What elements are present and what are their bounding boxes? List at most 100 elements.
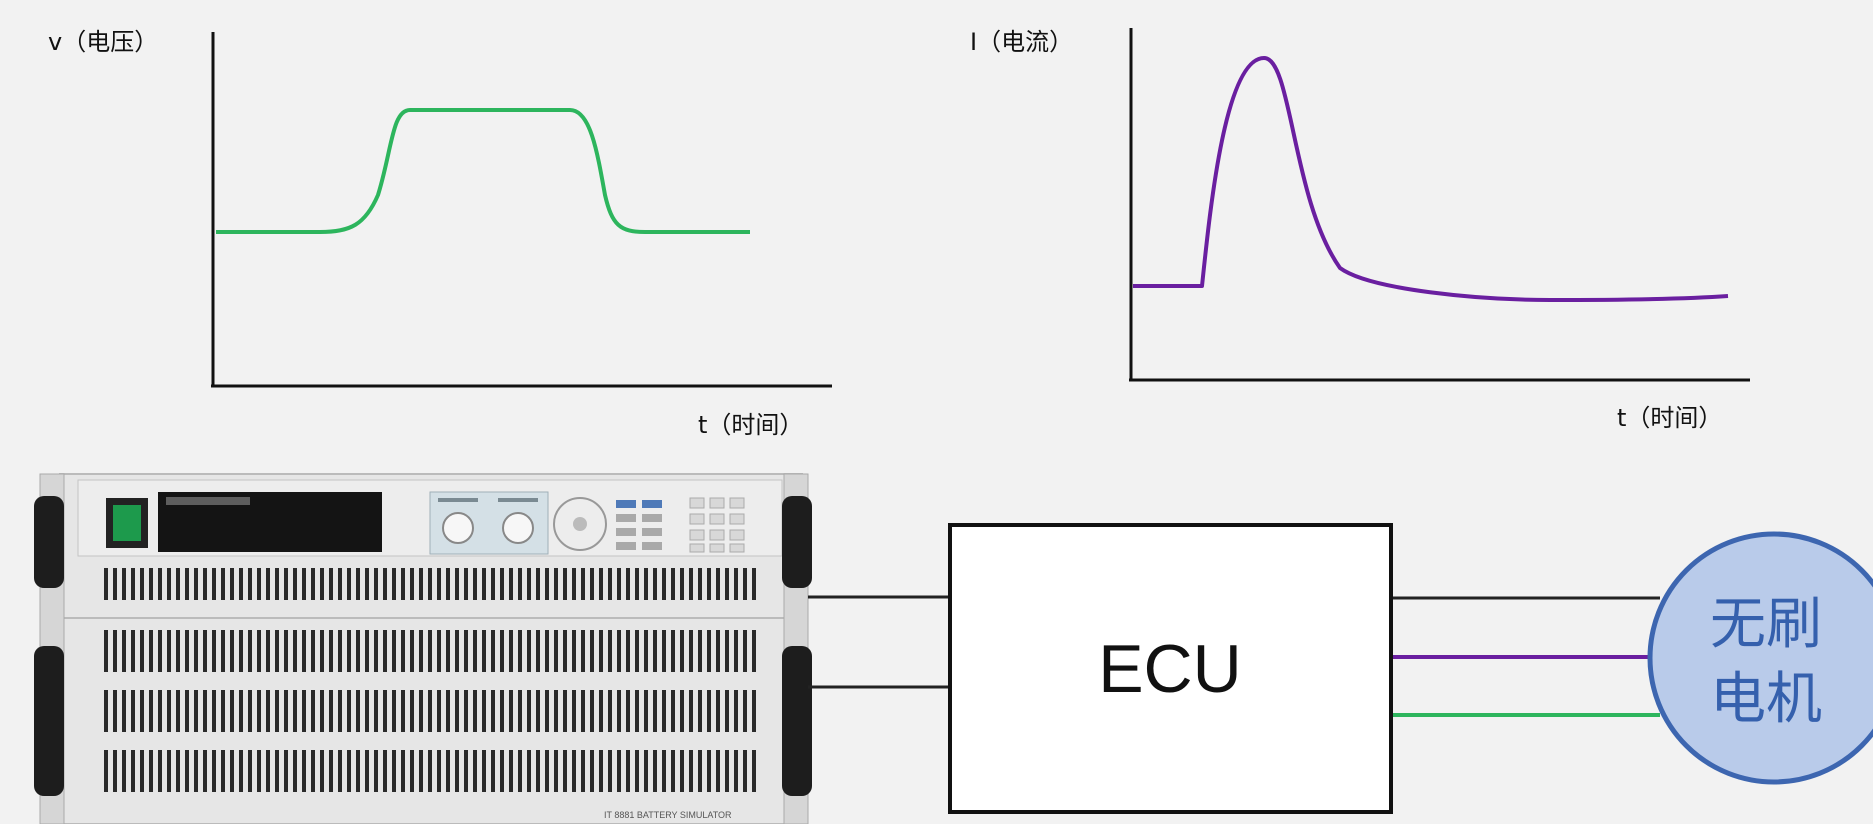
- function-key[interactable]: [642, 542, 662, 550]
- vent-slot: [653, 690, 657, 732]
- vent-slot: [500, 750, 504, 792]
- vent-slot: [635, 750, 639, 792]
- function-key[interactable]: [616, 514, 636, 522]
- keypad-key[interactable]: [729, 497, 745, 509]
- vent-slot: [635, 630, 639, 672]
- vent-slot: [239, 630, 243, 672]
- vent-slot: [554, 568, 558, 600]
- vent-slot: [131, 630, 135, 672]
- vent-slot: [257, 568, 261, 600]
- vent-slot: [725, 750, 729, 792]
- vent-slot: [599, 630, 603, 672]
- function-key[interactable]: [642, 514, 662, 522]
- vent-slot: [437, 690, 441, 732]
- vent-slot: [185, 630, 189, 672]
- keypad-key[interactable]: [709, 497, 725, 509]
- vent-slot: [311, 568, 315, 600]
- vent-slot: [482, 690, 486, 732]
- keypad-key[interactable]: [709, 529, 725, 541]
- vent-slot: [122, 690, 126, 732]
- vent-slot: [104, 690, 108, 732]
- vent-slot: [365, 568, 369, 600]
- vent-slot: [644, 568, 648, 600]
- vent-slot: [392, 630, 396, 672]
- navigation-center-button[interactable]: [573, 517, 587, 531]
- current-knob[interactable]: [502, 512, 534, 544]
- vent-slot: [158, 750, 162, 792]
- keypad-key[interactable]: [689, 497, 705, 509]
- keypad-key[interactable]: [689, 529, 705, 541]
- vent-slot: [212, 630, 216, 672]
- battery-simulator: IT 8881 BATTERY SIMULATOR: [34, 473, 812, 824]
- vent-slot: [410, 750, 414, 792]
- vent-slot: [266, 568, 270, 600]
- vent-slot: [590, 750, 594, 792]
- vent-slot: [329, 630, 333, 672]
- right-handle-lower[interactable]: [782, 646, 812, 796]
- vent-slot: [176, 750, 180, 792]
- vent-slot: [752, 568, 756, 600]
- vent-slot: [275, 750, 279, 792]
- voltage-x-label: t（时间）: [698, 411, 803, 439]
- vent-slot: [437, 568, 441, 600]
- vent-slot: [266, 630, 270, 672]
- keypad-key[interactable]: [689, 513, 705, 525]
- vent-slot: [248, 690, 252, 732]
- power-switch[interactable]: [113, 505, 141, 541]
- vent-slot: [365, 690, 369, 732]
- vent-slot: [581, 690, 585, 732]
- voltage-knob[interactable]: [442, 512, 474, 544]
- vent-slot: [194, 750, 198, 792]
- knob-label-1: [438, 498, 478, 502]
- vent-slot: [725, 690, 729, 732]
- vent-slot: [374, 750, 378, 792]
- navigation-pad[interactable]: [553, 497, 607, 551]
- keypad-key[interactable]: [689, 543, 705, 553]
- vent-slot: [563, 568, 567, 600]
- vent-slot: [167, 568, 171, 600]
- vent-slot: [716, 690, 720, 732]
- vent-slot: [734, 630, 738, 672]
- left-handle-upper[interactable]: [34, 496, 64, 588]
- vent-slot: [698, 750, 702, 792]
- left-handle-lower[interactable]: [34, 646, 64, 796]
- vent-slot: [608, 690, 612, 732]
- vent-slot: [221, 750, 225, 792]
- keypad-key[interactable]: [729, 543, 745, 553]
- vent-slot: [518, 750, 522, 792]
- function-key[interactable]: [616, 528, 636, 536]
- vent-slot: [518, 568, 522, 600]
- voltage-chart: v（电压） t（时间）: [48, 28, 832, 439]
- vent-slot: [509, 630, 513, 672]
- vent-slot: [428, 750, 432, 792]
- vent-slot: [527, 630, 531, 672]
- keypad-key[interactable]: [729, 529, 745, 541]
- vent-slot: [329, 690, 333, 732]
- vent-slot: [590, 630, 594, 672]
- function-key[interactable]: [616, 542, 636, 550]
- function-key[interactable]: [616, 500, 636, 508]
- vent-slot: [284, 750, 288, 792]
- vent-slot: [464, 690, 468, 732]
- vent-slot: [626, 568, 630, 600]
- vent-slot: [122, 630, 126, 672]
- vent-slot: [230, 690, 234, 732]
- vent-slot: [338, 568, 342, 600]
- vent-slot: [725, 630, 729, 672]
- vent-slot: [302, 568, 306, 600]
- vent-slot: [266, 690, 270, 732]
- function-key[interactable]: [642, 500, 662, 508]
- vent-slot: [572, 630, 576, 672]
- vent-slot: [356, 568, 360, 600]
- keypad-key[interactable]: [729, 513, 745, 525]
- keypad-key[interactable]: [709, 543, 725, 553]
- vent-slot: [491, 568, 495, 600]
- vent-slot: [320, 568, 324, 600]
- function-key[interactable]: [642, 528, 662, 536]
- vent-slot: [230, 630, 234, 672]
- right-handle-upper[interactable]: [782, 496, 812, 588]
- vent-slot: [149, 630, 153, 672]
- vent-slot: [617, 690, 621, 732]
- lower-vent-grille: [104, 750, 756, 792]
- keypad-key[interactable]: [709, 513, 725, 525]
